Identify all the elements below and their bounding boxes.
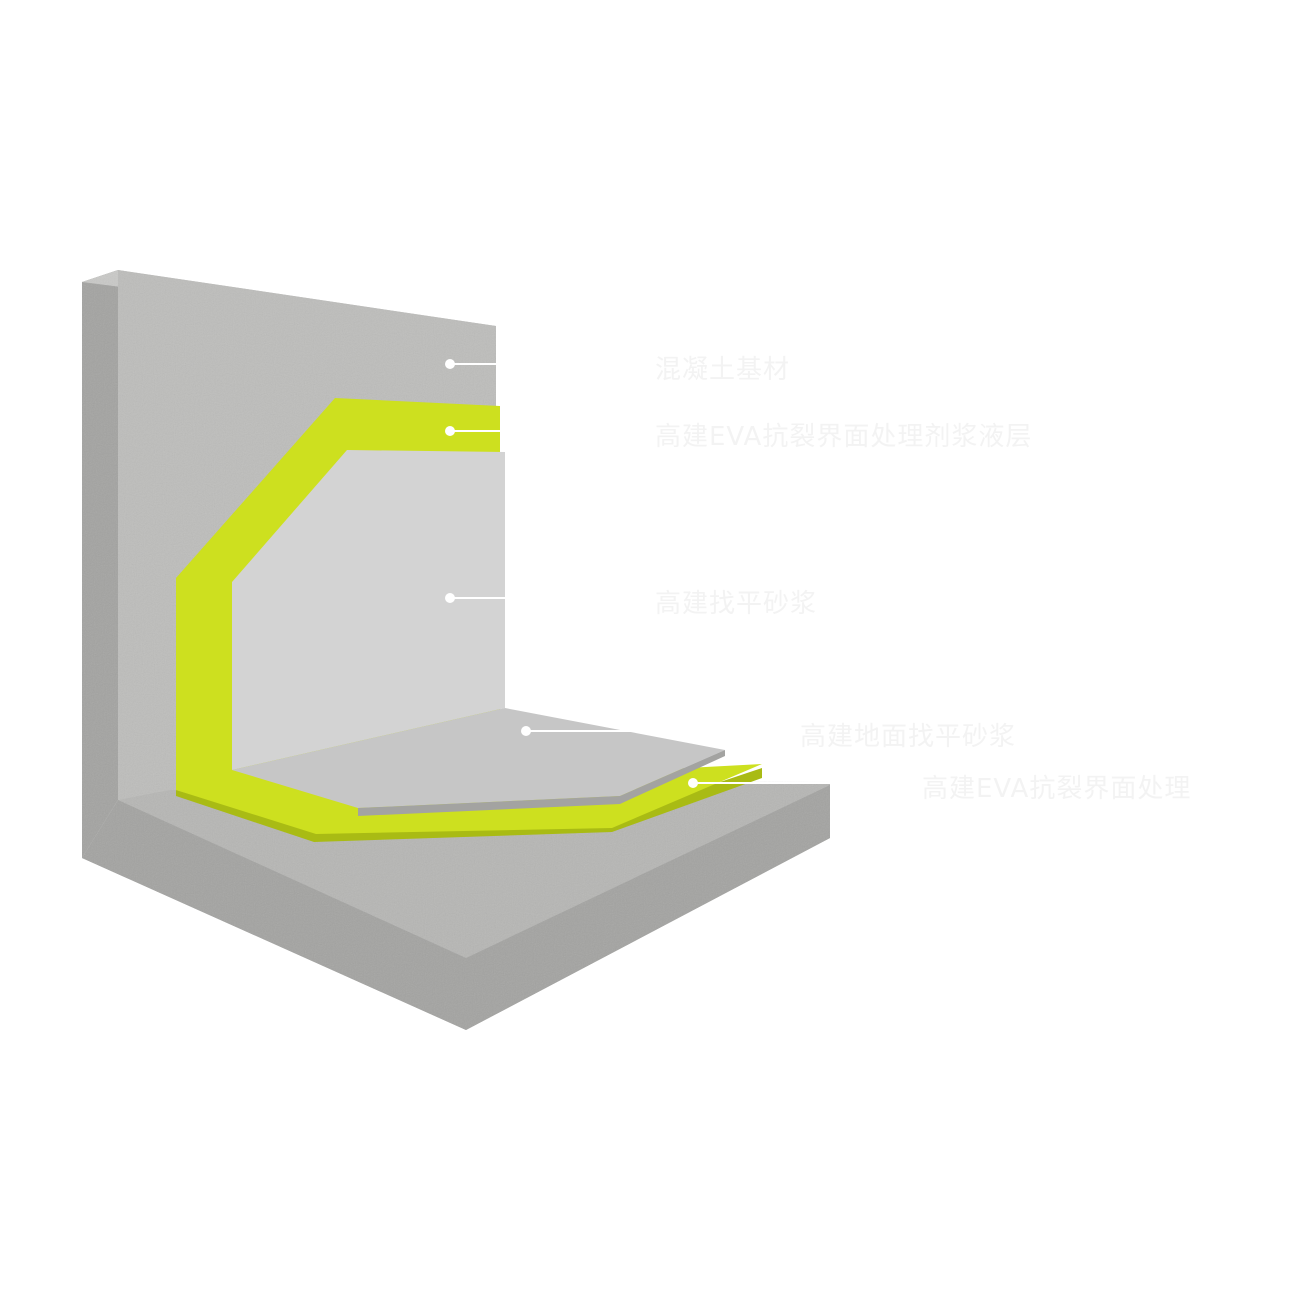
marker-dot-floor-mortar bbox=[521, 726, 531, 736]
marker-dot-primer bbox=[445, 426, 455, 436]
marker-ring-substrate bbox=[622, 358, 634, 370]
callout-label-substrate: 混凝土基材 bbox=[655, 355, 791, 385]
marker-dot-wall-mortar bbox=[445, 593, 455, 603]
marker-dot-substrate bbox=[445, 359, 455, 369]
marker-ring-wall-mortar bbox=[622, 592, 634, 604]
wall-mortar-layer bbox=[232, 450, 505, 770]
callout-label-floor-mortar: 高建地面找平砂浆 bbox=[800, 722, 1017, 752]
callout-label-primer: 高建EVA抗裂界面处理剂浆液层 bbox=[655, 422, 1033, 452]
callout-leaders bbox=[445, 358, 904, 789]
floor-mortar-edge bbox=[358, 750, 725, 816]
callout-label-wall-mortar: 高建找平砂浆 bbox=[655, 589, 818, 619]
callout-label-floor-primer: 高建EVA抗裂界面处理 bbox=[922, 774, 1192, 804]
marker-dot-floor-primer bbox=[688, 778, 698, 788]
marker-ring-primer bbox=[622, 425, 634, 437]
floor-mortar-layer bbox=[232, 708, 725, 808]
marker-ring-floor-mortar bbox=[768, 725, 780, 737]
marker-ring-floor-primer bbox=[892, 777, 904, 789]
